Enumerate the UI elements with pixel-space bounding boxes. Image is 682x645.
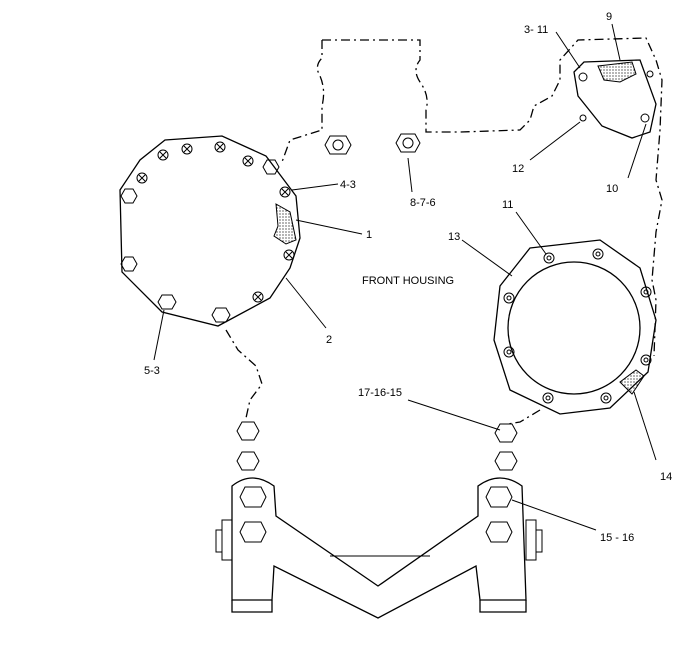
callout-3-11: 3- 11 (524, 24, 548, 36)
housing-label: FRONT HOUSING (362, 275, 454, 287)
callout-17-16-15: 17-16-15 (358, 387, 402, 399)
left-cover-plate (119, 135, 301, 327)
callout-8-7-6: 8-7-6 (410, 197, 436, 209)
callout-9: 9 (606, 11, 612, 23)
bottom-bracket (215, 477, 543, 619)
callout-15-16: 15 - 16 (600, 532, 634, 544)
lower-bolts (236, 421, 518, 471)
leader-lines (153, 23, 657, 531)
top-right-cover (573, 59, 657, 139)
right-ring-cover (493, 239, 657, 415)
callout-10: 10 (606, 183, 618, 195)
callout-14: 14 (660, 471, 672, 483)
callout-11: 11 (502, 199, 513, 211)
callout-4-3: 4-3 (340, 179, 356, 191)
callout-1: 1 (366, 229, 372, 241)
callout-12: 12 (512, 163, 524, 175)
front-housing-outline (225, 37, 663, 425)
callout-13: 13 (448, 231, 460, 243)
callout-2: 2 (326, 334, 332, 346)
callout-5-3: 5-3 (144, 365, 160, 377)
center-nuts (324, 133, 421, 155)
